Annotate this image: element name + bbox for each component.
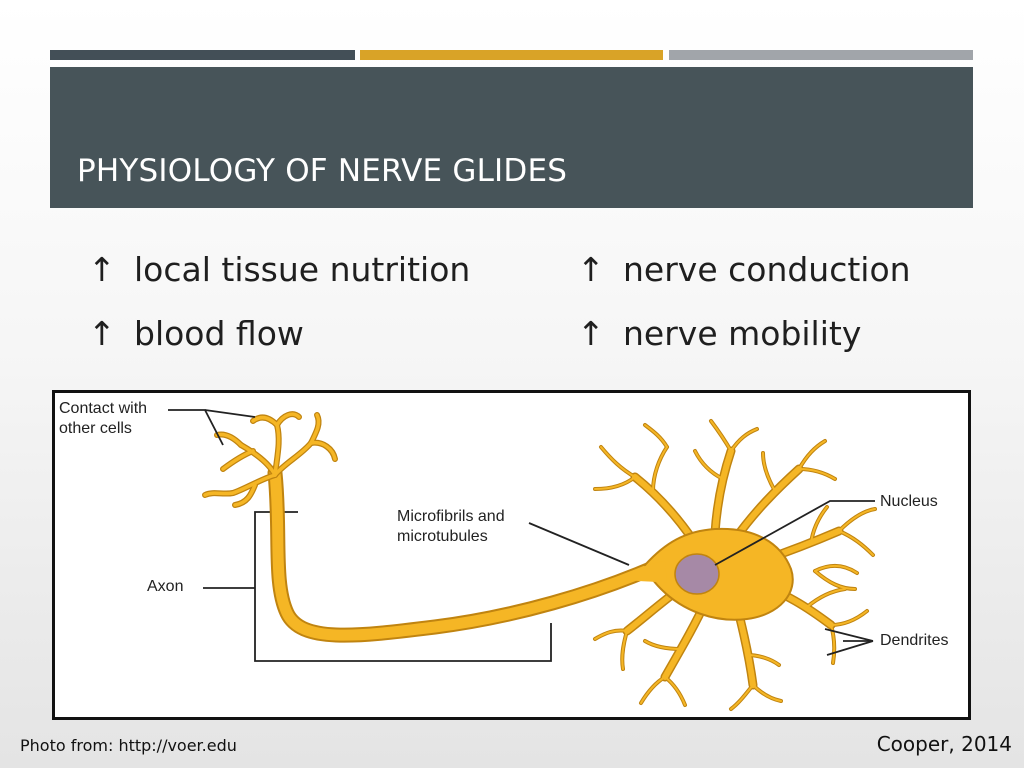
up-arrow-icon: ↑ (577, 314, 605, 353)
accent-bar-gold (360, 50, 663, 60)
bullet-text: nerve conduction (623, 250, 911, 289)
label-dendrites: Dendrites (880, 632, 949, 649)
up-arrow-icon: ↑ (88, 314, 116, 353)
label-line: Contact with (59, 400, 148, 417)
nucleus (674, 553, 720, 595)
axon-terminals (202, 411, 338, 508)
accent-bar-grey (669, 50, 973, 60)
label-line: other cells (59, 420, 132, 437)
citation: Cooper, 2014 (876, 732, 1012, 756)
bullet-blood-flow: ↑ blood flow (88, 314, 304, 354)
photo-credit: Photo from: http://voer.edu (20, 736, 237, 755)
slide-title: PHYSIOLOGY OF NERVE GLIDES (77, 153, 568, 189)
label-contact-with-other-cells: Contact with other cells (59, 399, 147, 439)
bullet-nerve-mobility: ↑ nerve mobility (577, 314, 861, 354)
bullet-text: blood flow (134, 314, 304, 353)
bullet-nerve-conduction: ↑ nerve conduction (577, 250, 911, 290)
label-nucleus: Nucleus (880, 493, 938, 510)
label-line: microtubules (397, 528, 488, 545)
up-arrow-icon: ↑ (577, 250, 605, 289)
axon-bracket (254, 511, 552, 662)
accent-bar-dark (50, 50, 355, 60)
bullet-local-tissue-nutrition: ↑ local tissue nutrition (88, 250, 470, 290)
bullet-text: local tissue nutrition (134, 250, 471, 289)
axon-shape (267, 465, 663, 643)
bullet-text: nerve mobility (623, 314, 862, 353)
neuron-illustration (168, 409, 877, 711)
label-line: Microfibrils and (397, 508, 505, 525)
label-microfibrils: Microfibrils and microtubules (397, 507, 505, 547)
up-arrow-icon: ↑ (88, 250, 116, 289)
label-axon: Axon (147, 578, 184, 595)
leader-lines (168, 409, 875, 656)
neuron-diagram: Contact with other cells Microfibrils an… (52, 390, 971, 720)
title-band: PHYSIOLOGY OF NERVE GLIDES (50, 67, 973, 208)
